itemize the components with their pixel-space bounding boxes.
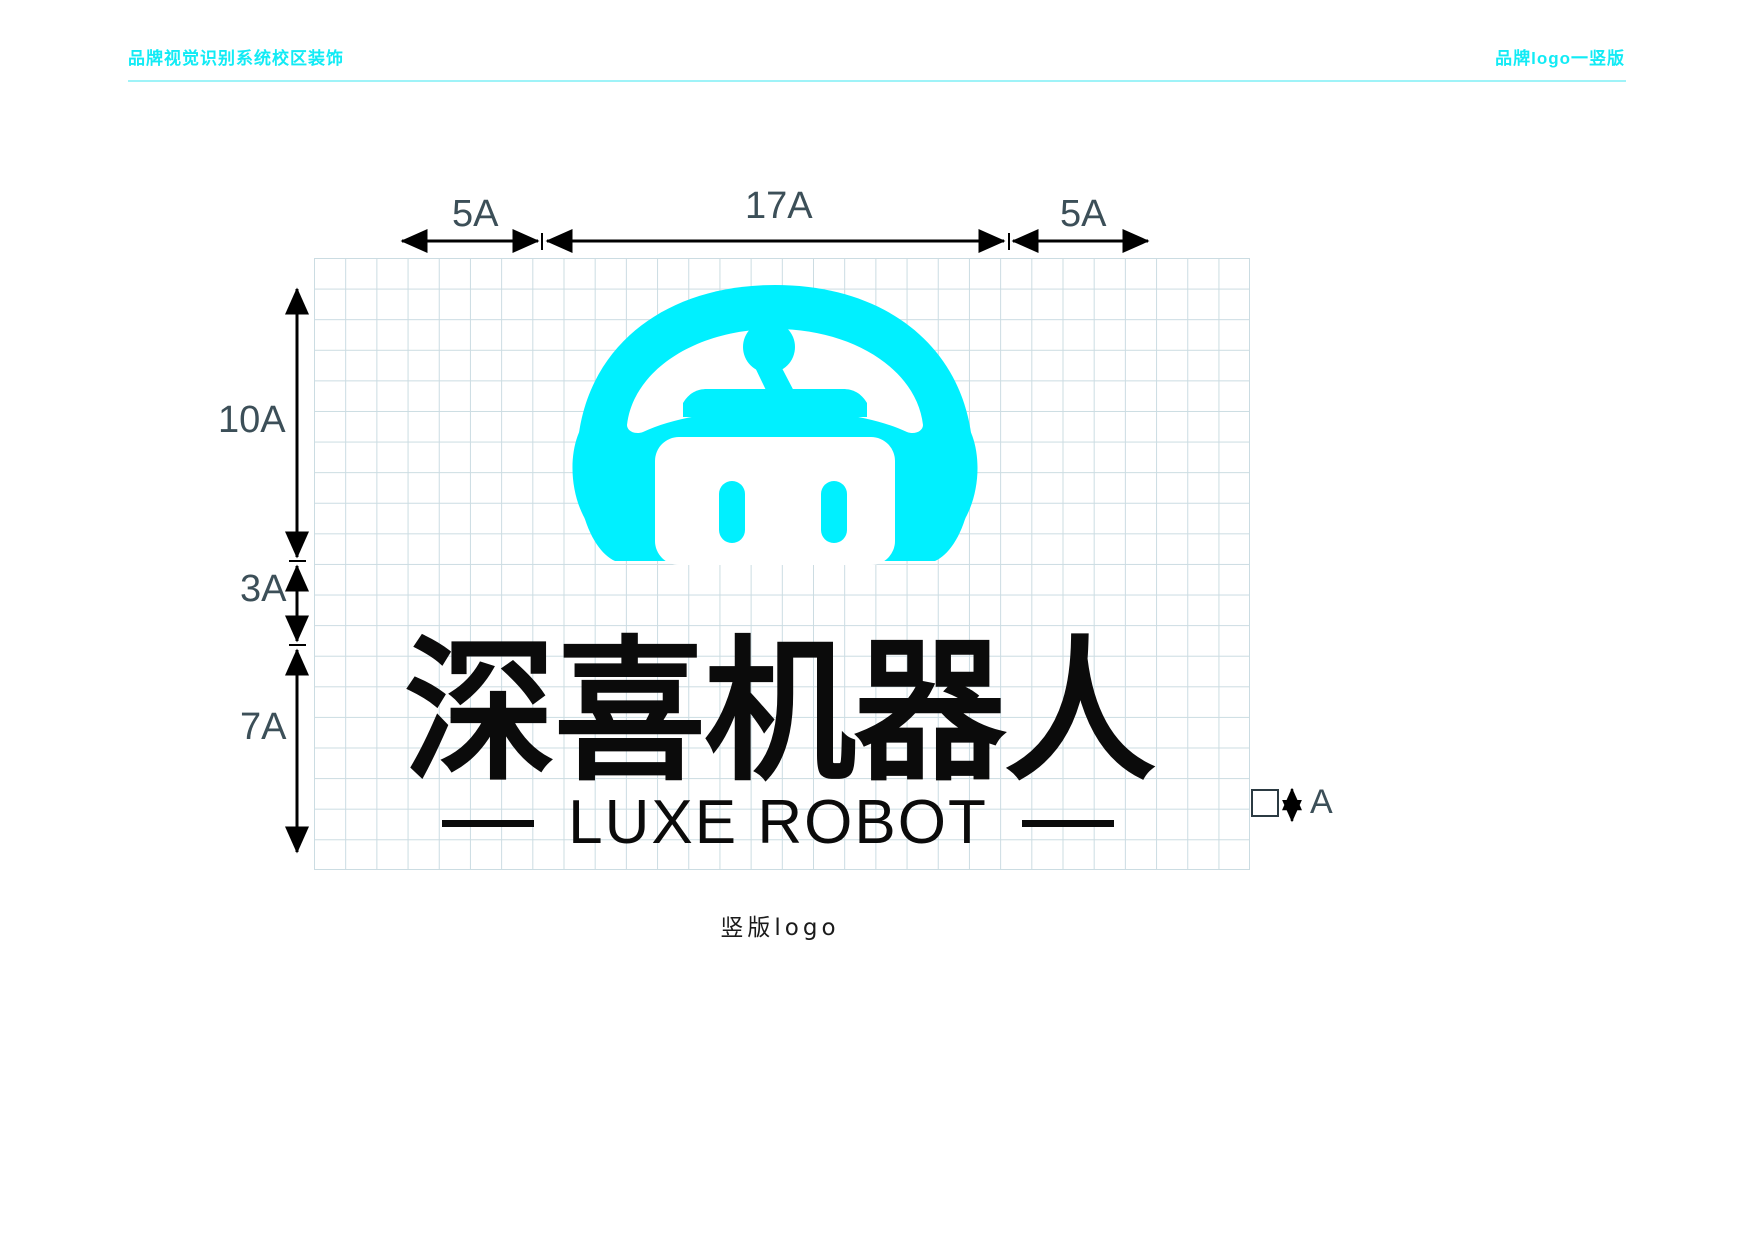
wordmark-english-row: LUXE ROBOT (404, 792, 1152, 854)
dimension-label-clear-space-right: 5A (1060, 193, 1107, 235)
robot-head-icon (535, 285, 1015, 565)
dimension-label-unit: A (1310, 783, 1333, 821)
dimension-label-logo-width: 17A (745, 185, 813, 227)
unit-reference-square (1251, 789, 1279, 817)
figure-caption: 竖版logo (720, 915, 840, 941)
page-header: 品牌视觉识别系统校区装饰 品牌logo一竖版 (0, 0, 1755, 90)
header-right-title: 品牌logo一竖版 (1495, 49, 1625, 68)
header-left-title: 品牌视觉识别系统校区装饰 (128, 49, 344, 68)
header-divider (128, 80, 1626, 82)
dimension-label-gap-height: 3A (240, 568, 287, 610)
wordmark-english: LUXE ROBOT (568, 788, 988, 857)
dimension-label-mark-height: 10A (218, 399, 286, 441)
dash-right-icon (1021, 819, 1114, 827)
construction-grid-border (314, 258, 1250, 870)
dimension-label-clear-space-left: 5A (452, 193, 499, 235)
dash-left-icon (442, 819, 535, 827)
wordmark-chinese: 深喜机器人 (404, 621, 1156, 803)
dimension-label-wordmark-height: 7A (240, 706, 287, 748)
